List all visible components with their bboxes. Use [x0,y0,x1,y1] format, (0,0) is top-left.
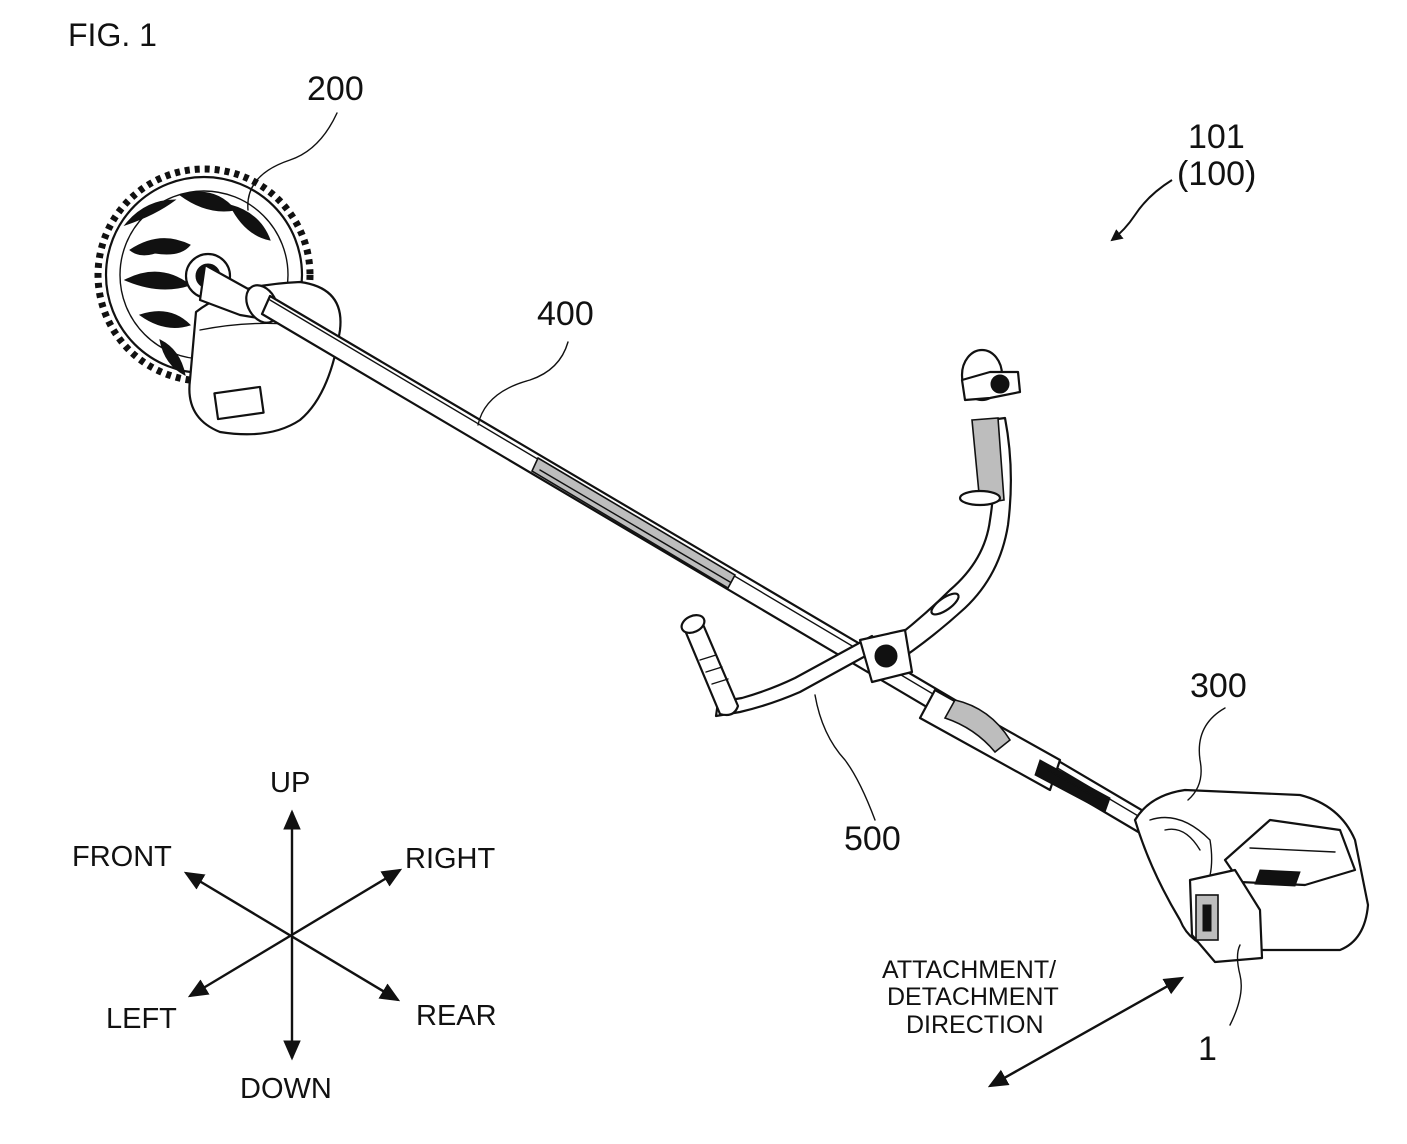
label-right: RIGHT [405,843,496,875]
label-rear: REAR [416,1000,497,1032]
label-up: UP [270,767,310,799]
attachment-label-line2: DETACHMENT [887,983,1059,1011]
right-left-axis [190,870,400,996]
attachment-label-line1: ATTACHMENT/ [882,956,1056,984]
leader-300 [1188,708,1225,800]
attachment-label-line3: DIRECTION [906,1011,1044,1039]
leader-lines [248,113,1241,1025]
label-down: DOWN [240,1073,332,1105]
pointer-101-arrow [1112,180,1172,240]
ref-101: 101 [1188,118,1245,156]
right-handle [880,350,1020,665]
leader-400 [478,342,568,425]
figure-title: FIG. 1 [68,17,157,53]
direction-compass [186,812,400,1058]
ref-300: 300 [1190,667,1247,705]
handle-clamp [860,630,912,682]
label-left: LEFT [106,1003,177,1035]
ref-1: 1 [1198,1030,1217,1068]
ref-200: 200 [307,70,364,108]
leader-500 [815,695,875,820]
ref-400: 400 [537,295,594,333]
label-front: FRONT [72,841,172,873]
blade-guard [189,265,340,434]
throttle-grip [920,690,1110,812]
ref-500: 500 [844,820,901,858]
left-handle [679,612,880,716]
ref-100: (100) [1177,155,1256,193]
